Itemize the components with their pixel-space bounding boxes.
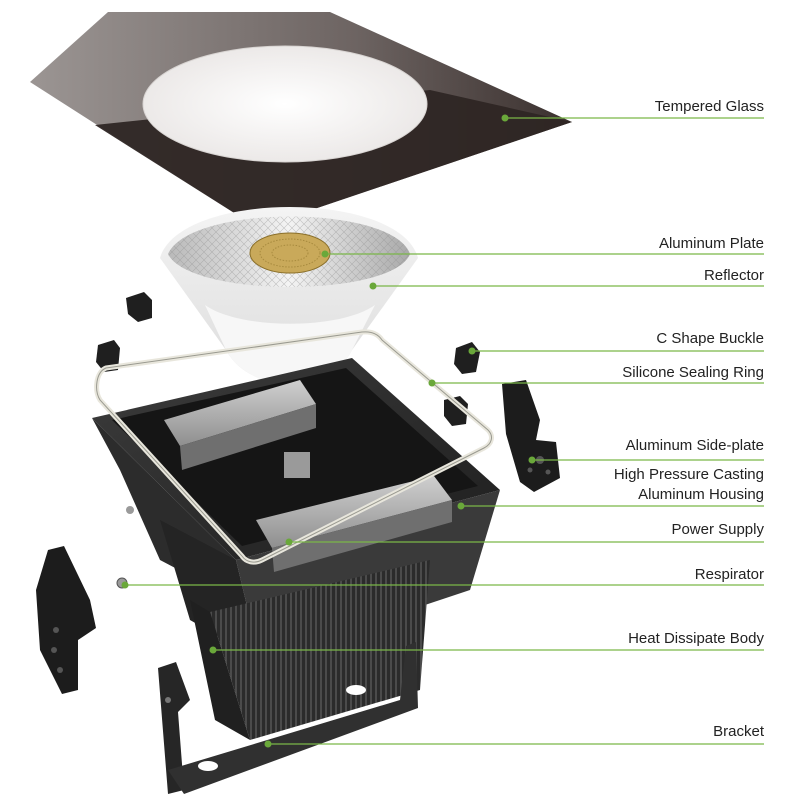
label-housing-line2: Aluminum Housing — [638, 486, 764, 503]
label-heat-dissipate-body: Heat Dissipate Body — [628, 630, 764, 647]
reflector-part — [160, 207, 418, 384]
respirator-part — [116, 506, 134, 589]
label-housing-line1: High Pressure Casting — [613, 466, 764, 483]
aluminum-plate-part — [249, 232, 331, 274]
label-power-supply: Power Supply — [671, 521, 764, 538]
label-reflector: Reflector — [703, 267, 764, 284]
label-silicone-sealing-ring: Silicone Sealing Ring — [622, 364, 764, 381]
label-tempered-glass: Tempered Glass — [654, 98, 764, 115]
label-respirator: Respirator — [694, 566, 764, 583]
bracket-part — [158, 642, 418, 794]
label-aluminum-side-plate: Aluminum Side-plate — [625, 437, 764, 454]
label-bracket: Bracket — [713, 723, 764, 740]
label-c-shape-buckle: C Shape Buckle — [656, 330, 764, 347]
silicone-sealing-ring-part — [94, 329, 494, 565]
aluminum-side-plate-right — [502, 380, 560, 492]
aluminum-side-plate-left — [36, 546, 96, 694]
leader-lines — [121, 114, 764, 748]
label-aluminum-plate: Aluminum Plate — [658, 235, 764, 252]
tempered-glass-part — [30, 12, 572, 228]
